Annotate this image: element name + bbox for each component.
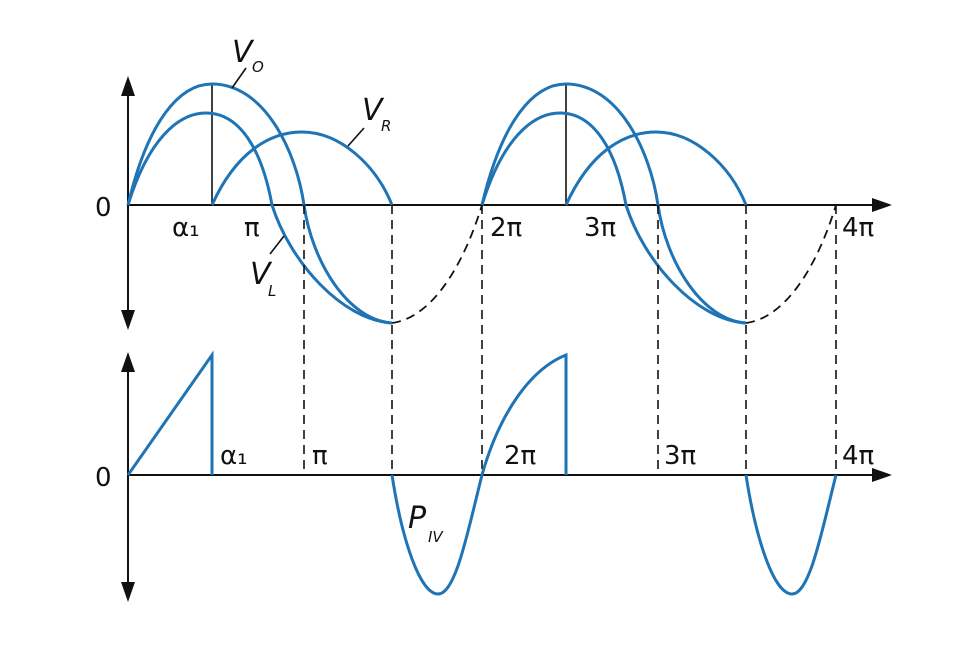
piv-lobe-2: [744, 474, 838, 596]
lower-tick-4pi: 4π: [842, 441, 874, 471]
vo-label: V: [232, 35, 255, 70]
upper-y-axis-arrow-up: [121, 76, 135, 96]
vr-curve-1: [210, 130, 394, 206]
vl-label-sub: L: [268, 282, 276, 300]
upper-tick-pi: π: [244, 213, 260, 243]
upper-dashed-continuation-2: [745, 204, 837, 324]
vl-leader: [269, 235, 285, 255]
vl-curve-1: [126, 111, 393, 325]
vr-label: V: [362, 93, 385, 128]
vr-curve-2: [564, 130, 748, 206]
vo-curve-2: [480, 82, 747, 325]
lower-y-axis-arrow-down: [121, 582, 135, 602]
upper-panel: V O V R V L 0 α₁ π 2π 3π 4π: [95, 35, 892, 330]
piv-rise-2: [480, 352, 568, 476]
vo-curve-1: [126, 82, 393, 325]
vr-label-sub: R: [381, 117, 391, 135]
upper-tick-4pi: 4π: [842, 213, 874, 243]
vo-label-sub: O: [252, 58, 264, 76]
upper-tick-alpha: α₁: [172, 213, 200, 243]
vertical-guides: [303, 205, 837, 475]
lower-tick-alpha: α₁: [220, 441, 248, 471]
upper-x-axis-arrow: [872, 198, 892, 212]
lower-x-axis-arrow: [872, 468, 892, 482]
vl-curve-2: [480, 111, 747, 325]
upper-tick-3pi: 3π: [584, 213, 616, 243]
piv-label-sub: IV: [428, 528, 444, 546]
lower-zero-label: 0: [95, 463, 112, 493]
vl-label: V: [250, 257, 273, 292]
lower-tick-pi: π: [312, 441, 328, 471]
lower-tick-2pi: 2π: [504, 441, 536, 471]
upper-dashed-continuation-1: [391, 204, 483, 324]
vr-leader: [347, 127, 365, 147]
piv-lobe-1: [390, 474, 484, 596]
lower-panel: P IV 0 α₁ π 2π 3π 4π: [95, 350, 892, 602]
lower-tick-3pi: 3π: [664, 441, 696, 471]
upper-tick-2pi: 2π: [490, 213, 522, 243]
piv-label: P: [408, 501, 427, 536]
upper-y-axis-arrow-down: [121, 310, 135, 330]
upper-zero-label: 0: [95, 193, 112, 223]
lower-y-axis-arrow-up: [121, 352, 135, 372]
piv-ramp-1: [126, 350, 214, 476]
vo-leader: [231, 67, 247, 89]
